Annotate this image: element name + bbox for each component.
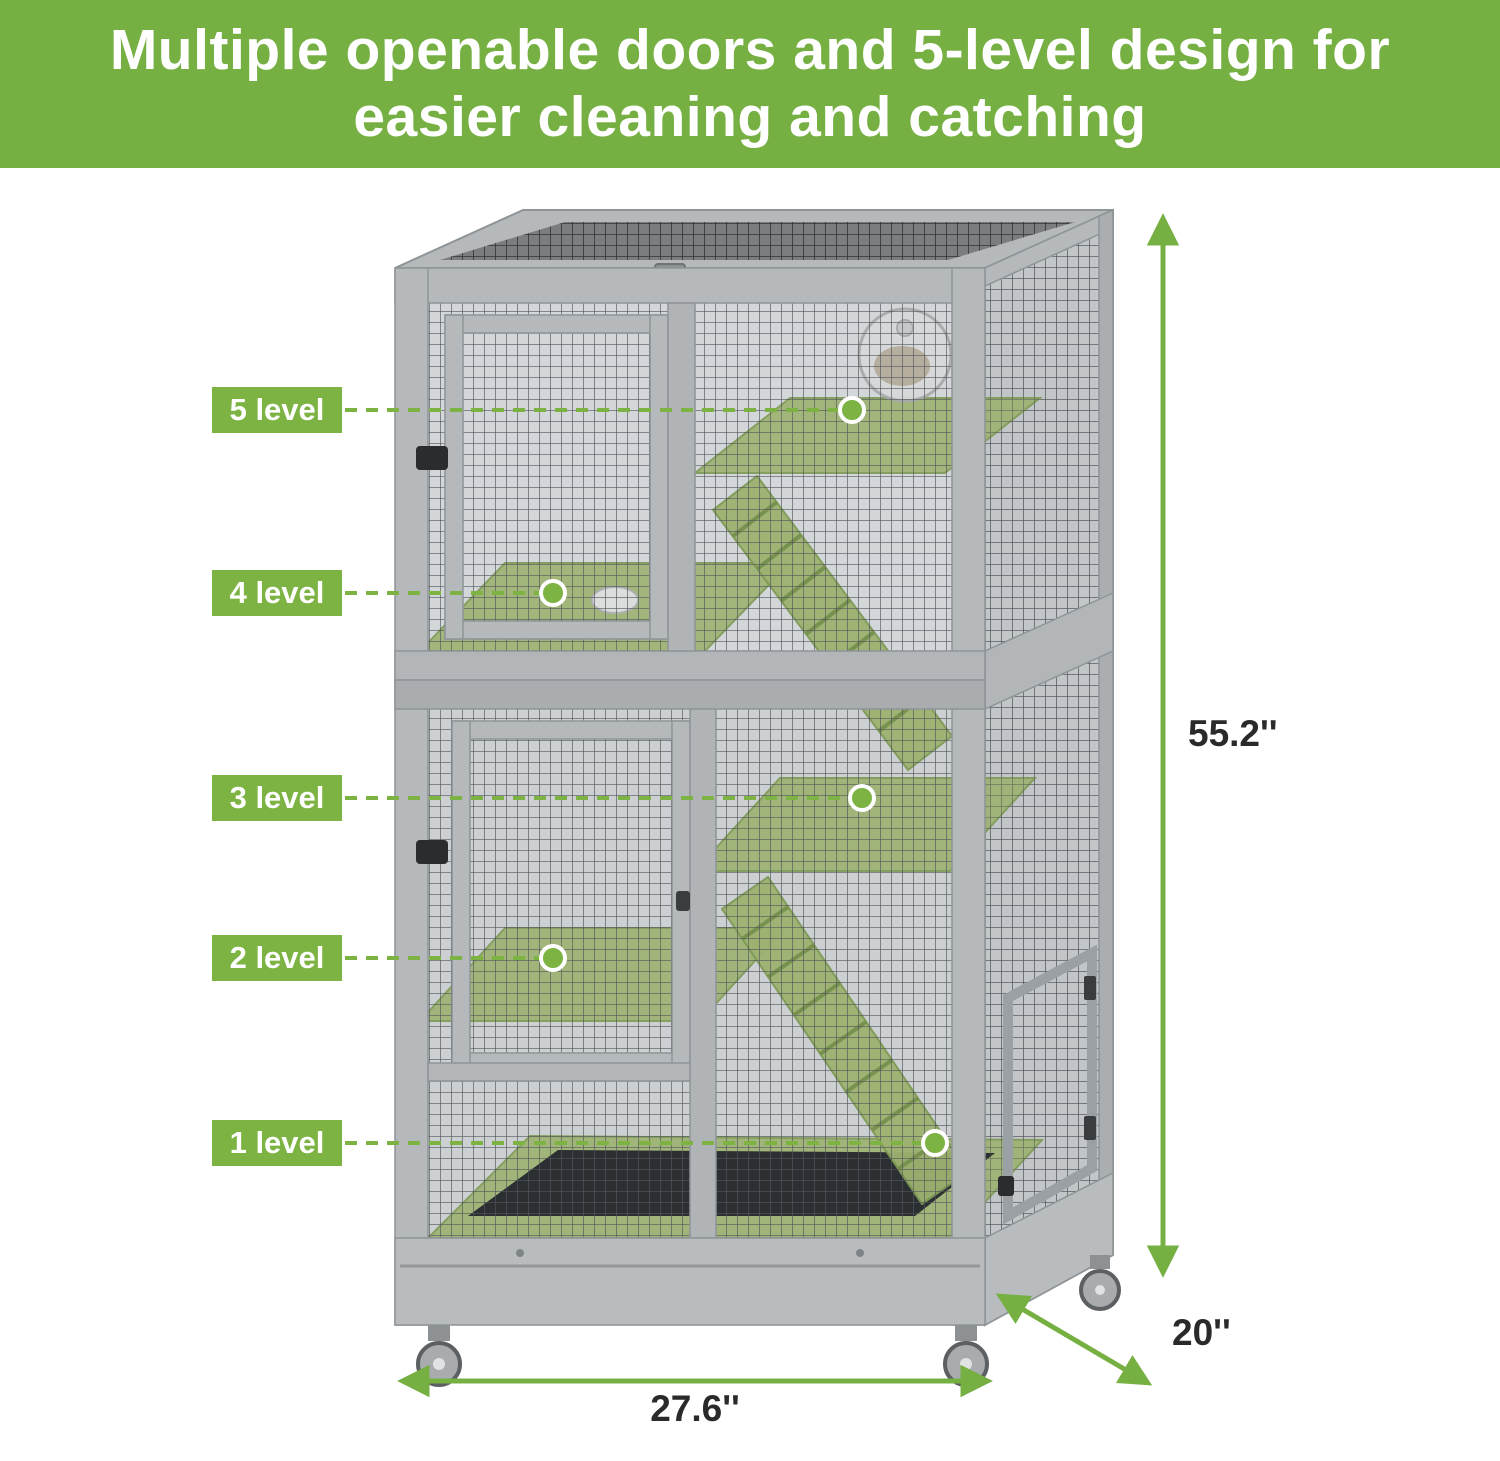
upper-door: [416, 302, 696, 652]
level-4-pointer: [345, 579, 567, 607]
bottom-panel: [394, 1237, 986, 1326]
side-door-latch: [998, 1176, 1014, 1196]
depth-arrow: [995, 1293, 1153, 1386]
caster-front-right: [943, 1325, 989, 1387]
lower-door-latch: [676, 891, 690, 911]
level-1-pointer: [345, 1129, 949, 1157]
level-3-pointer: [345, 784, 876, 812]
level-badge-1: 1 level: [212, 1120, 342, 1166]
level-5-pointer: [345, 396, 866, 424]
level-badge-2: 2 level: [212, 935, 342, 981]
header-title-line-1: Multiple openable doors and 5-level desi…: [109, 18, 1391, 83]
level-2-pointer: [345, 944, 567, 972]
height-dimension-label: 55.2'': [1188, 713, 1278, 754]
width-dimension-label: 27.6'': [650, 1388, 740, 1429]
side-door: [998, 944, 1097, 1225]
lower-door-hinge: [416, 840, 448, 864]
cage-side-frame: [984, 208, 1114, 1327]
cage-stage: 5 level 4 level 3 level 2 level 1 level …: [0, 168, 1500, 1461]
caster-front-left: [416, 1325, 462, 1387]
upper-door-hinge: [416, 446, 448, 470]
level-badge-3: 3 level: [212, 775, 342, 821]
level-pointers: [345, 396, 949, 1157]
header-banner: Multiple openable doors and 5-level desi…: [0, 0, 1500, 168]
dimension-arrows: [397, 213, 1180, 1398]
header-title-line-2: easier cleaning and catching: [353, 85, 1147, 149]
level-badge-4: 4 level: [212, 570, 342, 616]
cage-illustration: [345, 208, 1180, 1398]
depth-dimension-label: 20'': [1172, 1312, 1231, 1353]
level-badge-5: 5 level: [212, 387, 342, 433]
